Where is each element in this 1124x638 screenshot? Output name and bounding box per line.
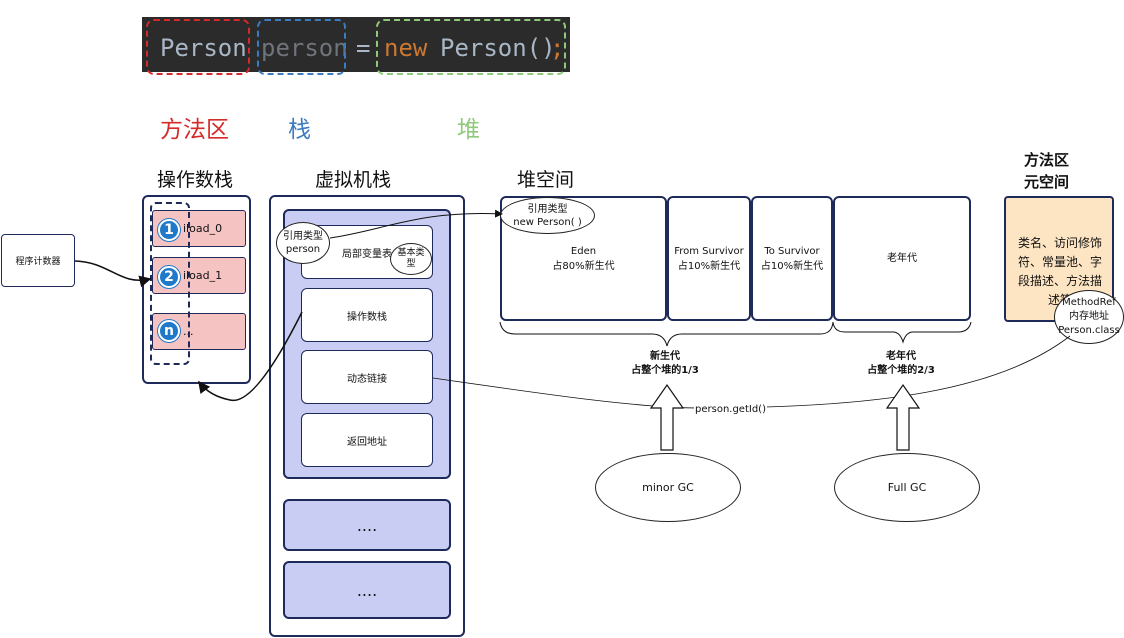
legend-heap: 堆 xyxy=(457,117,480,143)
basic-type-bubble: 基本类型 xyxy=(390,243,432,275)
program-counter-box: 程序计数器 xyxy=(1,234,75,287)
method-ref-bubble: MethodRef 内存地址 Person.class xyxy=(1054,290,1124,344)
code-snippet-bar xyxy=(142,17,570,72)
old-gen-caption: 老年代 占整个堆的2/3 xyxy=(836,350,966,378)
dynamic-link-to-method-ref-line xyxy=(432,335,1071,409)
reference-var-label: person xyxy=(285,244,321,255)
heap-reference-label: 引用类型 xyxy=(527,203,568,215)
frame-return-arrow xyxy=(198,311,303,401)
heap-space-title: 堆空间 xyxy=(517,169,575,191)
method-area-content: 类名、访问修饰符、常量池、字段描述、方法描述等 xyxy=(1017,236,1102,307)
young-gen-caption: 新生代 占整个堆的1/3 xyxy=(600,350,730,378)
operand-item-2-label: iload_1 xyxy=(183,269,223,282)
to-survivor-box: To Survivor 占10%新生代 xyxy=(751,196,833,321)
basic-type-label: 基本类型 xyxy=(397,248,425,269)
from-survivor-label: From Survivor xyxy=(674,245,744,257)
eden-label: Eden xyxy=(570,245,597,257)
legend-stack: 栈 xyxy=(288,117,311,143)
object-highlight-box xyxy=(376,19,566,75)
badge-1-icon: 1 xyxy=(158,219,180,241)
vm-stack-title: 虚拟机栈 xyxy=(315,169,392,191)
young-gen-brace xyxy=(499,321,834,347)
full-gc-label: Full GC xyxy=(887,481,927,494)
legend-method-area: 方法区 xyxy=(160,117,229,143)
method-area-title: 方法区 xyxy=(1024,151,1070,169)
dynamic-link-label: 动态链接 xyxy=(347,373,387,385)
stack-frame-more-2: .... xyxy=(283,561,451,619)
old-gen-ratio-label: 占整个堆的2/3 xyxy=(867,365,935,376)
old-generation-box: 老年代 xyxy=(833,196,971,321)
minor-gc-ellipse: minor GC xyxy=(595,453,741,522)
operand-item-1-label: iload_0 xyxy=(183,222,223,235)
method-ref-class-label: Person.class xyxy=(1058,325,1120,336)
eden-ratio-label: 占80%新生代 xyxy=(552,260,615,272)
code-variable: person xyxy=(261,34,348,62)
stack-frame-more-2-label: .... xyxy=(356,580,378,600)
return-address-box: 返回地址 xyxy=(301,413,433,467)
old-gen-brace xyxy=(832,321,972,344)
full-gc-up-arrow xyxy=(885,383,921,451)
from-survivor-ratio-label: 占10%新生代 xyxy=(677,260,741,272)
heap-object-label: new Person( ) xyxy=(513,216,582,228)
reference-type-label: 引用类型 xyxy=(283,231,323,242)
full-gc-ellipse: Full GC xyxy=(834,453,980,522)
reference-to-heap-arrow xyxy=(329,209,503,239)
dynamic-link-box: 动态链接 xyxy=(301,350,433,404)
frame-operand-stack-box: 操作数栈 xyxy=(301,288,433,342)
minor-gc-label: minor GC xyxy=(642,481,694,494)
program-counter-label: 程序计数器 xyxy=(15,257,61,267)
operand-stack-title: 操作数栈 xyxy=(157,169,234,191)
reference-type-bubble: 引用类型 person xyxy=(276,222,330,264)
code-constructor: Person() xyxy=(440,34,556,62)
variable-highlight-box xyxy=(257,19,346,75)
metaspace-title: 元空间 xyxy=(1024,173,1070,191)
method-ref-label: MethodRef xyxy=(1062,297,1116,308)
badge-n-icon: n xyxy=(158,320,180,342)
frame-operand-stack-label: 操作数栈 xyxy=(347,311,387,323)
stack-frame-more-1: .... xyxy=(283,499,451,551)
young-gen-ratio-label: 占整个堆的1/3 xyxy=(631,365,699,376)
badge-2-icon: 2 xyxy=(158,266,180,288)
call-label: person.getId() xyxy=(694,404,767,415)
from-survivor-box: From Survivor 占10%新生代 xyxy=(667,196,751,321)
local-variables-label: 局部变量表 xyxy=(342,248,392,260)
type-highlight-box xyxy=(146,19,250,75)
minor-gc-up-arrow xyxy=(649,383,685,451)
method-ref-address-label: 内存地址 xyxy=(1068,311,1109,322)
old-gen-caption-label: 老年代 xyxy=(886,351,916,362)
to-survivor-label: To Survivor xyxy=(764,245,820,257)
code-new-keyword: new xyxy=(384,34,428,62)
return-address-label: 返回地址 xyxy=(347,436,387,448)
code-equals: = xyxy=(356,34,371,62)
code-semicolon: ; xyxy=(550,34,565,62)
pc-to-operand-arrow xyxy=(74,260,152,288)
old-generation-label: 老年代 xyxy=(887,253,917,264)
stack-frame-more-1-label: .... xyxy=(356,515,378,535)
young-gen-label: 新生代 xyxy=(650,351,680,362)
to-survivor-ratio-label: 占10%新生代 xyxy=(760,260,824,272)
code-type: Person xyxy=(160,34,247,62)
